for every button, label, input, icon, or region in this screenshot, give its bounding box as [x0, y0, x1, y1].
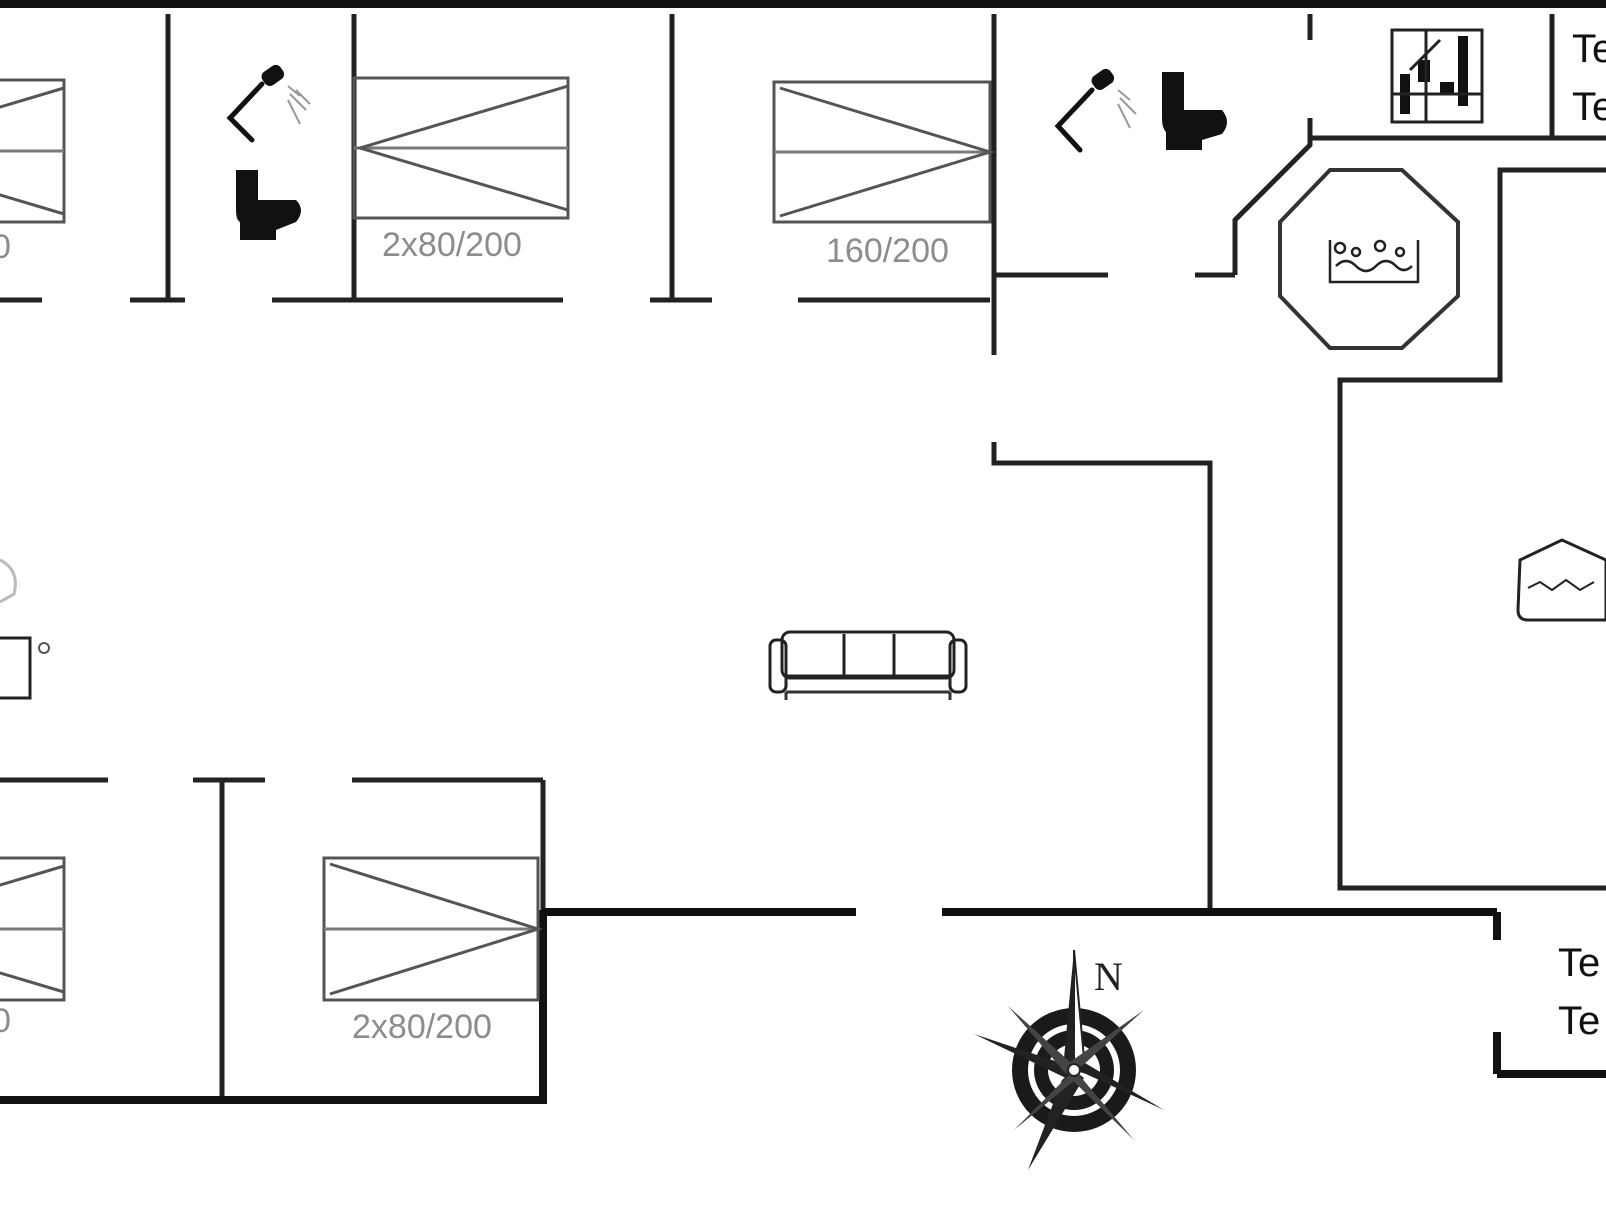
- bed-diagonal: [0, 193, 65, 216]
- diagonal-wall: [1232, 118, 1313, 275]
- table-icon: [0, 558, 50, 700]
- bed-diagonal: [0, 971, 65, 994]
- bed-label-cut-top: 0: [0, 228, 11, 266]
- sauna-frame: [1390, 28, 1484, 124]
- bed-icon: [322, 856, 544, 1002]
- bed-icon: [0, 78, 66, 224]
- bed-diagonal: [354, 84, 569, 212]
- walls: [0, 0, 1606, 1104]
- edge-label-bottom-2: Te: [1558, 999, 1600, 1043]
- table-outline: [0, 636, 32, 700]
- bed-icon: [352, 76, 570, 220]
- compass-icon: [974, 949, 1164, 1170]
- kitchen-icon: [1516, 538, 1606, 622]
- sauna-icon: [1390, 28, 1484, 124]
- bed-label-top-right: 160/200: [826, 232, 949, 270]
- bed-label-top-left: 2x80/200: [382, 226, 522, 264]
- toilet-icon: [1162, 72, 1227, 150]
- hallway-wall: [991, 442, 1213, 910]
- edge-label-top-2: Te: [1572, 85, 1606, 129]
- kitchen-room-wall: [1337, 167, 1606, 891]
- compass-north-label: N: [1094, 954, 1123, 999]
- bed-label-cut-bottom: 0: [0, 1002, 11, 1040]
- sofa-icon: [768, 630, 968, 700]
- edge-label-top-1: Te: [1572, 27, 1606, 71]
- bed-icon: [772, 80, 996, 224]
- sofa-frame: [780, 630, 956, 680]
- bed-icon: [0, 856, 66, 1002]
- hot-tub-icon: [1278, 168, 1460, 350]
- edge-label-bottom-1: Te: [1558, 941, 1600, 985]
- bed-diagonal: [0, 864, 65, 887]
- shower-icon: [226, 64, 311, 143]
- bed-diagonal: [0, 86, 65, 109]
- bed-diagonal: [329, 862, 544, 996]
- toilet-icon: [236, 170, 301, 240]
- shower-icon: [1054, 68, 1137, 153]
- bed-diagonal: [779, 86, 996, 218]
- hot-tub-outline: [1278, 168, 1460, 350]
- bed-label-bottom: 2x80/200: [352, 1008, 492, 1046]
